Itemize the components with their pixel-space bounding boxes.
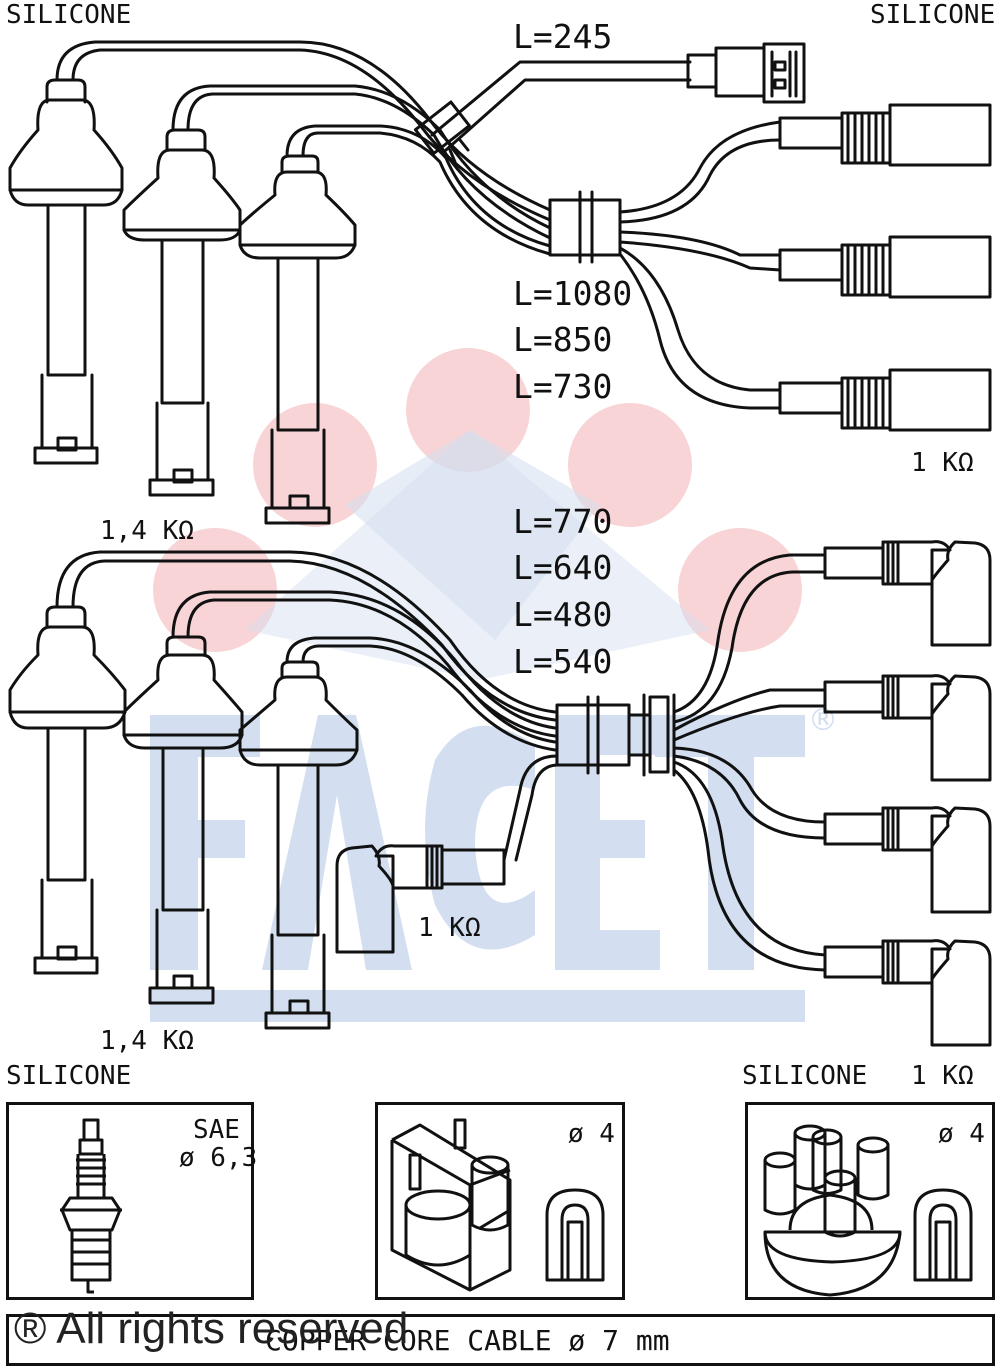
label-silicone-top-left: SILICONE <box>6 0 132 30</box>
plug-boot-top-1 <box>8 78 124 465</box>
bottom-wire-harness <box>55 550 827 972</box>
ignition-coil-box: ø 4 <box>375 1102 625 1300</box>
label-l480: L=480 <box>513 595 613 634</box>
label-sae: SAE <box>193 1115 240 1145</box>
angled-boot-coil <box>335 844 506 954</box>
label-l850: L=850 <box>513 320 613 359</box>
plug-boot-bottom-1 <box>8 605 127 975</box>
cap-terminal-section <box>913 1188 973 1282</box>
coil-terminal-section <box>545 1188 605 1282</box>
label-sae-diameter: ø 6,3 <box>179 1143 258 1173</box>
plug-boot-bottom-2 <box>122 635 244 1005</box>
label-cable-note: COPPER CORE CABLE ø 7 mm <box>265 1324 670 1357</box>
straight-boot-1 <box>778 103 992 167</box>
watermark-reg-mark: ® <box>808 703 838 738</box>
label-l640: L=640 <box>513 548 613 587</box>
ignition-coil-drawing <box>390 1118 512 1292</box>
label-l1080: L=1080 <box>513 274 633 313</box>
label-14k-lower: 1,4 KΩ <box>100 1026 194 1056</box>
label-silicone-top-right: SILICONE <box>870 0 996 30</box>
plug-boot-top-3 <box>238 154 357 525</box>
angled-boot-1 <box>823 540 992 647</box>
label-silicone-bottom-right: SILICONE <box>742 1061 868 1091</box>
label-silicone-bottom-left: SILICONE <box>6 1061 132 1091</box>
angled-boot-3 <box>823 806 992 914</box>
straight-boot-3 <box>778 368 992 432</box>
facet-watermark: ® <box>150 348 838 1022</box>
angled-boot-2 <box>823 674 992 782</box>
label-l730: L=730 <box>513 367 613 406</box>
label-coil-diameter: ø 4 <box>568 1119 615 1149</box>
distributor-cap-drawing <box>763 1124 902 1297</box>
distributor-cap-box: ø 4 <box>745 1102 995 1300</box>
label-1k-bottom: 1 KΩ <box>911 1061 974 1091</box>
cable-note-box: COPPER CORE CABLE ø 7 mm <box>6 1314 995 1366</box>
angled-boot-4 <box>823 939 992 1047</box>
plug-boot-bottom-3 <box>238 660 359 1030</box>
copyright-notice: ® All rights reserved <box>14 1304 409 1353</box>
label-cap-diameter: ø 4 <box>938 1119 985 1149</box>
plug-boot-top-2 <box>122 128 242 497</box>
label-1k-top: 1 KΩ <box>911 448 974 478</box>
spark-plug-drawing <box>60 1118 122 1294</box>
spark-plug-box: SAE ø 6,3 <box>6 1102 258 1300</box>
label-l245: L=245 <box>513 17 613 56</box>
straight-boot-2 <box>778 235 992 299</box>
label-1k-mid: 1 KΩ <box>418 913 481 943</box>
label-14k-upper: 1,4 KΩ <box>100 516 194 546</box>
label-l540: L=540 <box>513 642 613 681</box>
label-l770: L=770 <box>513 502 613 541</box>
coil-connector-top <box>686 42 806 104</box>
top-wire-harness <box>55 40 782 410</box>
